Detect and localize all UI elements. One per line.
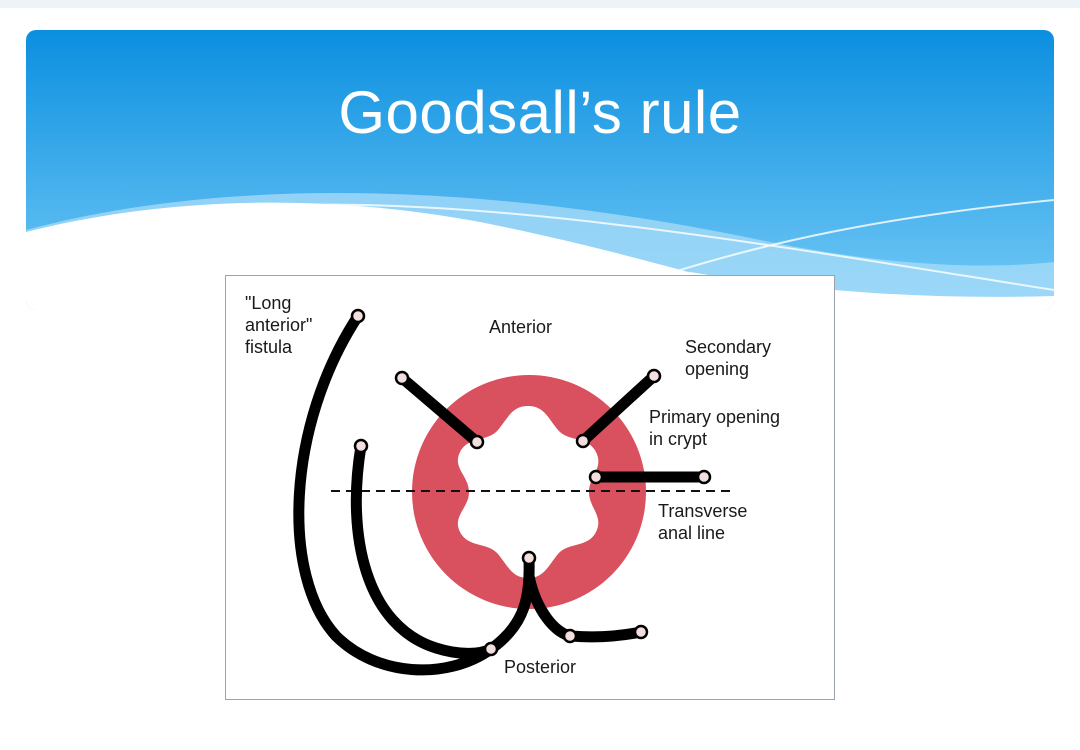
secondary-opening-dot	[350, 308, 366, 324]
openings	[350, 308, 712, 657]
long-anterior-fistula-tract	[293, 310, 497, 676]
posterior-midline-tract	[485, 552, 535, 655]
label-primary-opening: Primary opening in crypt	[649, 407, 781, 449]
secondary-opening-dot	[646, 368, 662, 384]
label-posterior: Posterior	[504, 657, 577, 677]
anterior-tract-left	[396, 372, 483, 448]
secondary-opening-dot	[353, 438, 369, 454]
primary-opening-dot	[588, 469, 604, 485]
primary-opening-dot	[575, 433, 591, 449]
anterior-tract-right	[577, 370, 660, 447]
secondary-opening-dot	[696, 469, 712, 485]
primary-opening-dot	[483, 641, 499, 657]
primary-opening-dot	[521, 550, 537, 566]
posterior-curved-tract	[350, 440, 497, 659]
diagram-canvas	[293, 308, 736, 676]
banner-wave-line	[299, 203, 1054, 291]
label-secondary-opening: Secondary opening	[685, 337, 772, 379]
secondary-opening-dot	[394, 370, 410, 386]
secondary-opening-dot	[633, 624, 649, 640]
label-long-anterior-fistula: "Long anterior" fistula	[245, 293, 313, 357]
top-strip	[0, 0, 1080, 8]
secondary-opening-dot	[562, 628, 578, 644]
primary-opening-dot	[469, 434, 485, 450]
title-banner	[26, 30, 1054, 310]
label-anterior: Anterior	[489, 317, 553, 337]
slide-title: Goodsall’s rule	[338, 79, 742, 146]
goodsall-diagram: "Long anterior" fistula Anterior Seconda…	[225, 275, 835, 700]
label-transverse-anal-line: Transverse anal line	[658, 501, 748, 543]
